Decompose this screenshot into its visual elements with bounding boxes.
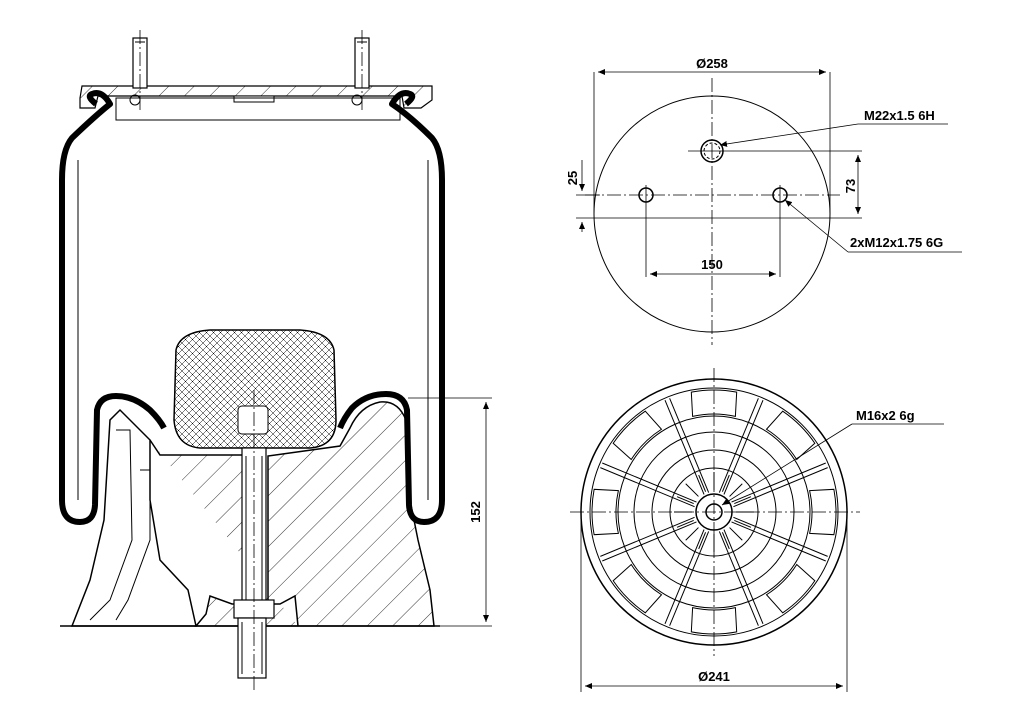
- dimension-diameter-258: Ø258: [593, 56, 831, 214]
- hub-spoke: [698, 532, 707, 550]
- offset-25-label: 25: [565, 171, 580, 185]
- outer-lobes: [591, 389, 837, 635]
- offset-73-label: 73: [843, 179, 858, 193]
- rib-line: [600, 467, 695, 508]
- rib-line: [669, 531, 710, 626]
- lobe-outline: [809, 488, 837, 536]
- top-diameter-label: Ø258: [696, 56, 728, 71]
- rib-line: [600, 516, 695, 557]
- hub-spoke: [676, 519, 694, 528]
- hub-spoke: [729, 483, 743, 497]
- lobe-outline: [591, 488, 619, 536]
- lobe-outline: [690, 607, 738, 635]
- hub-spoke: [721, 474, 730, 492]
- dimension-152: 152: [408, 397, 492, 627]
- rib-line: [733, 467, 828, 508]
- hub-spoke: [734, 496, 752, 505]
- rib-line: [602, 521, 697, 562]
- piston-bottom-view: Ø241 M16x2 6g: [570, 368, 944, 692]
- rib-line: [723, 529, 764, 624]
- bottom-diameter-label: Ø241: [698, 669, 730, 684]
- hub-spoke: [685, 483, 699, 497]
- spacing-150-label: 150: [701, 257, 723, 272]
- dimension-73: 73: [843, 155, 861, 214]
- hub-spoke: [676, 496, 694, 505]
- rib-line: [731, 462, 826, 503]
- hub-spoke: [729, 527, 743, 541]
- rib-line: [669, 398, 710, 493]
- rib-line: [731, 521, 826, 562]
- hub-spoke: [721, 532, 730, 550]
- section-view: 152: [59, 30, 492, 690]
- dimension-25: 25: [565, 160, 862, 232]
- lobe-outline: [765, 563, 816, 614]
- rib-line: [602, 462, 697, 503]
- leader-side-threads: 2xM12x1.75 6G: [784, 199, 962, 253]
- hub-spoke: [698, 474, 707, 492]
- leader-center-thread: M22x1.5 6H: [719, 108, 948, 147]
- lobe-outline: [690, 389, 738, 417]
- dimension-diameter-241: Ø241: [580, 512, 848, 692]
- rib-line: [718, 531, 759, 626]
- bump-stop: [173, 329, 337, 449]
- center-thread-hole: [700, 139, 724, 163]
- top-plate-plan-view: Ø258 150 25 73 M22x1.5 6H: [565, 56, 962, 345]
- rib-line: [664, 400, 705, 495]
- top-stud-left: [132, 30, 148, 112]
- center-bolt: [233, 390, 275, 690]
- rib-line: [718, 398, 759, 493]
- side-threads-label: 2xM12x1.75 6G: [850, 235, 943, 250]
- lobe-outline: [612, 563, 663, 614]
- hub-spoke: [685, 527, 699, 541]
- lobe-outline: [765, 410, 816, 461]
- hub-spoke: [734, 519, 752, 528]
- leader-piston-thread: M16x2 6g: [721, 408, 944, 506]
- rib-line: [723, 400, 764, 495]
- center-thread-label: M22x1.5 6H: [864, 108, 935, 123]
- radial-ribs: [600, 398, 828, 626]
- dimension-150: 150: [650, 257, 776, 277]
- rib-line: [733, 516, 828, 557]
- lobe-outline: [612, 410, 663, 461]
- rib-line: [664, 529, 705, 624]
- piston-base: [60, 401, 440, 627]
- rubber-bellow: [59, 90, 445, 525]
- piston-thread-label: M16x2 6g: [856, 408, 915, 423]
- height-152-label: 152: [468, 501, 483, 523]
- top-plate: [79, 85, 433, 121]
